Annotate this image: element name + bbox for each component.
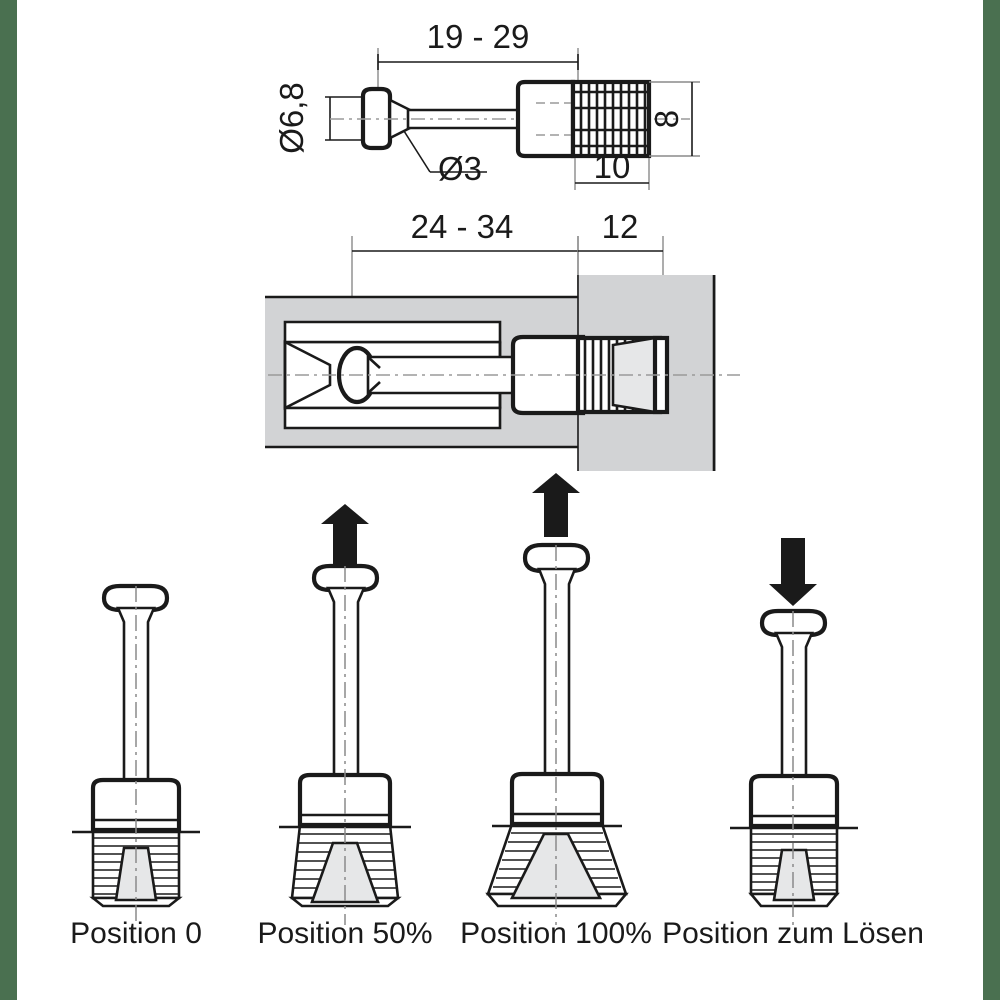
label-pos-0: Position 0 (70, 917, 202, 950)
figure-middle-section-view: 24 - 34 12 (265, 208, 740, 471)
dim-body-diameter (649, 81, 700, 157)
dim-length-range-label: 19 - 29 (427, 18, 530, 55)
pin-shaft-pos-loesen (774, 631, 814, 792)
dim-body-length-label: 10 (594, 148, 631, 185)
dim-body-diameter-label: 8 (648, 110, 685, 128)
dim-head-diameter-label: Ø6,8 (273, 82, 310, 154)
figure-top-dowel-side-view: 19 - 29 Ø6,8 (273, 18, 700, 190)
state-pos-100: Position 100% (460, 473, 652, 950)
dim-panel-bore-label: 24 - 34 (411, 208, 514, 245)
arrow-up-pos-50 (321, 504, 369, 570)
arrow-down-pos-loesen (769, 538, 817, 606)
arrow-up-pos-100 (532, 473, 580, 537)
dowel-thread-zone (570, 79, 652, 159)
state-pos-50: Position 50% (257, 504, 433, 950)
dim-shaft-diameter-label: Ø3 (438, 150, 482, 187)
dim-body-length (574, 158, 650, 190)
right-edge-bar (983, 0, 1000, 1000)
pin-shaft-pos-100 (537, 567, 577, 792)
state-pos-loesen: Position zum Lösen (662, 538, 924, 950)
pin-shaft-pos-50 (326, 586, 366, 792)
dim-side-panel-label: 12 (602, 208, 639, 245)
thread-pos-100 (485, 822, 629, 908)
dim-shaft-diameter-leader (403, 130, 487, 173)
label-pos-loesen: Position zum Lösen (662, 917, 924, 950)
left-edge-bar (0, 0, 17, 1000)
sleeve-pos-loesen (748, 773, 840, 829)
thread-pos-loesen (730, 824, 858, 908)
thread-pos-50 (279, 823, 411, 908)
sleeve-pos-100 (509, 771, 605, 827)
dowel-sleeve (515, 79, 578, 159)
label-pos-50: Position 50% (257, 917, 432, 950)
state-pos-0: Position 0 (70, 583, 202, 950)
label-pos-100: Position 100% (460, 917, 652, 950)
